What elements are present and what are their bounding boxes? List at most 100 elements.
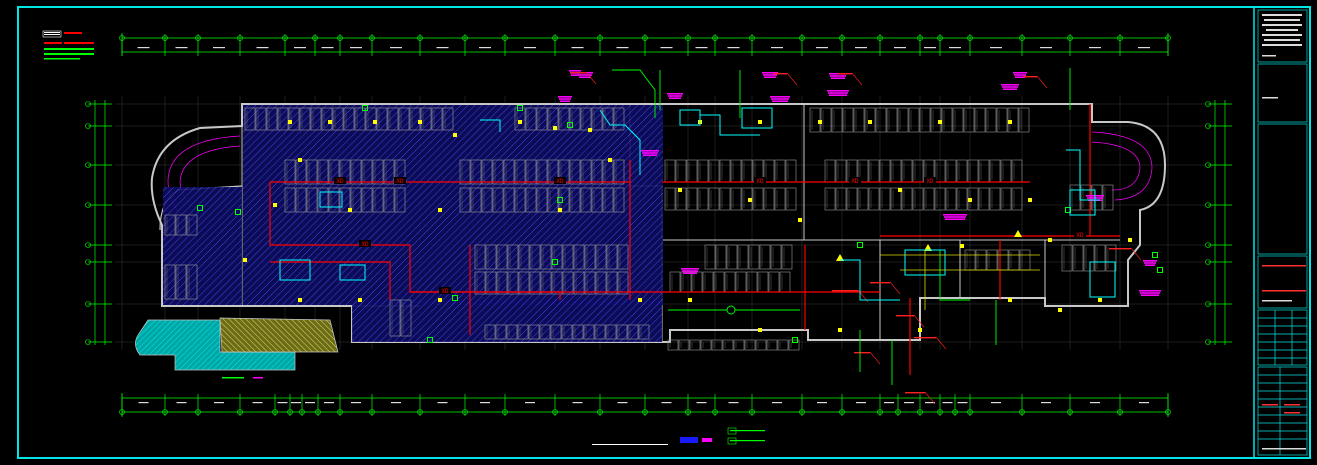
equipment-marker xyxy=(328,120,332,124)
grid-bubble xyxy=(1165,35,1171,41)
equipment-marker xyxy=(868,120,872,124)
grid-bubble xyxy=(85,202,91,208)
parking-stall xyxy=(398,107,410,131)
parking-stall xyxy=(474,244,486,270)
grid-bubble xyxy=(369,409,375,415)
parking-stall xyxy=(879,159,891,183)
parking-stall xyxy=(277,107,289,131)
grid-bubble xyxy=(237,35,243,41)
dimension-text xyxy=(617,402,628,404)
callout-text-line xyxy=(569,70,581,72)
parking-stall xyxy=(387,107,399,131)
grid-bubble xyxy=(1165,409,1171,415)
pool-area xyxy=(135,317,339,371)
parking-stall xyxy=(175,264,187,300)
pipe-tag: XD xyxy=(556,178,564,185)
valve-marker xyxy=(452,295,458,301)
parking-stall xyxy=(617,271,629,295)
parking-stall xyxy=(306,159,318,185)
parking-stall xyxy=(409,107,421,131)
parking-stall xyxy=(470,159,482,185)
dimension-text xyxy=(855,47,867,49)
dimension-text xyxy=(884,402,894,404)
parking-stall xyxy=(616,324,628,340)
grid-bubble xyxy=(1205,339,1211,345)
equipment-marker xyxy=(1028,198,1032,202)
callout-leader xyxy=(786,72,798,86)
parking-stall xyxy=(481,187,493,213)
parking-stall xyxy=(678,339,690,351)
parking-stall xyxy=(763,187,775,211)
grid-bubble xyxy=(85,339,91,345)
parking-stall xyxy=(514,159,526,185)
equipment-marker xyxy=(688,298,692,302)
grid-bubble xyxy=(85,301,91,307)
parking-stall xyxy=(255,107,267,131)
callout-leader xyxy=(851,72,863,86)
parking-stall xyxy=(350,159,362,185)
parking-stall xyxy=(945,187,957,211)
parking-stall xyxy=(842,107,854,133)
dimension-text xyxy=(291,402,301,404)
green-risers xyxy=(612,68,1071,385)
parking-stall xyxy=(383,159,395,185)
pipe-tag: XD xyxy=(926,178,934,185)
pipe-tag: XD xyxy=(396,178,404,185)
parking-stall xyxy=(175,214,187,236)
callout-text-line xyxy=(828,92,848,94)
callout-text-line xyxy=(944,216,966,218)
parking-stall xyxy=(284,159,296,185)
valve-marker xyxy=(1152,252,1158,258)
parking-stall xyxy=(573,244,585,270)
bottom-axis-ticks xyxy=(119,394,1171,416)
grid-bubble xyxy=(502,409,508,415)
pipe-tag: XD xyxy=(336,178,344,185)
parking-stall xyxy=(901,159,913,183)
parking-stall xyxy=(495,324,507,340)
parking-stall xyxy=(831,107,843,133)
equipment-marker xyxy=(588,128,592,132)
grid-bubble xyxy=(462,409,468,415)
dimension-text xyxy=(137,47,150,49)
parking-stall xyxy=(853,107,865,133)
callout-text-line xyxy=(669,97,681,99)
parking-stall xyxy=(886,107,898,133)
parking-stall xyxy=(550,324,562,340)
parking-stall xyxy=(525,187,537,213)
dimension-text xyxy=(727,47,740,49)
grid-bubble xyxy=(85,101,91,107)
dimension-text xyxy=(924,47,936,49)
callout-text-line xyxy=(762,72,778,74)
parking-stall xyxy=(945,159,957,183)
parking-stall xyxy=(186,264,198,300)
grid-bubble xyxy=(937,35,943,41)
parking-stall xyxy=(875,107,887,133)
grid-bubble xyxy=(417,409,423,415)
parking-stall xyxy=(1102,184,1114,211)
parking-stall xyxy=(1019,249,1031,271)
grid-bubble xyxy=(287,409,293,415)
dimension-text xyxy=(176,402,187,404)
parking-stall xyxy=(1094,244,1106,272)
parking-stall xyxy=(956,187,968,211)
dimension-text xyxy=(991,402,1001,404)
grid-bubble xyxy=(282,35,288,41)
parking-stall xyxy=(569,187,581,213)
dimension-text xyxy=(957,402,968,404)
dimension-text xyxy=(616,47,629,49)
parking-stall xyxy=(689,339,701,351)
callout-leader xyxy=(585,71,597,85)
parking-stall xyxy=(781,244,793,270)
parking-stall xyxy=(602,107,614,131)
dimension-text xyxy=(1090,402,1100,404)
parking-stall xyxy=(266,107,278,131)
parking-stall xyxy=(724,271,736,293)
grid-bubble xyxy=(85,162,91,168)
parking-stall xyxy=(613,107,625,131)
dimension-text xyxy=(660,47,673,49)
parking-stall xyxy=(704,244,716,270)
callout-text-line xyxy=(1141,294,1159,296)
parking-stall xyxy=(700,339,712,351)
callout-text-line xyxy=(558,96,572,98)
